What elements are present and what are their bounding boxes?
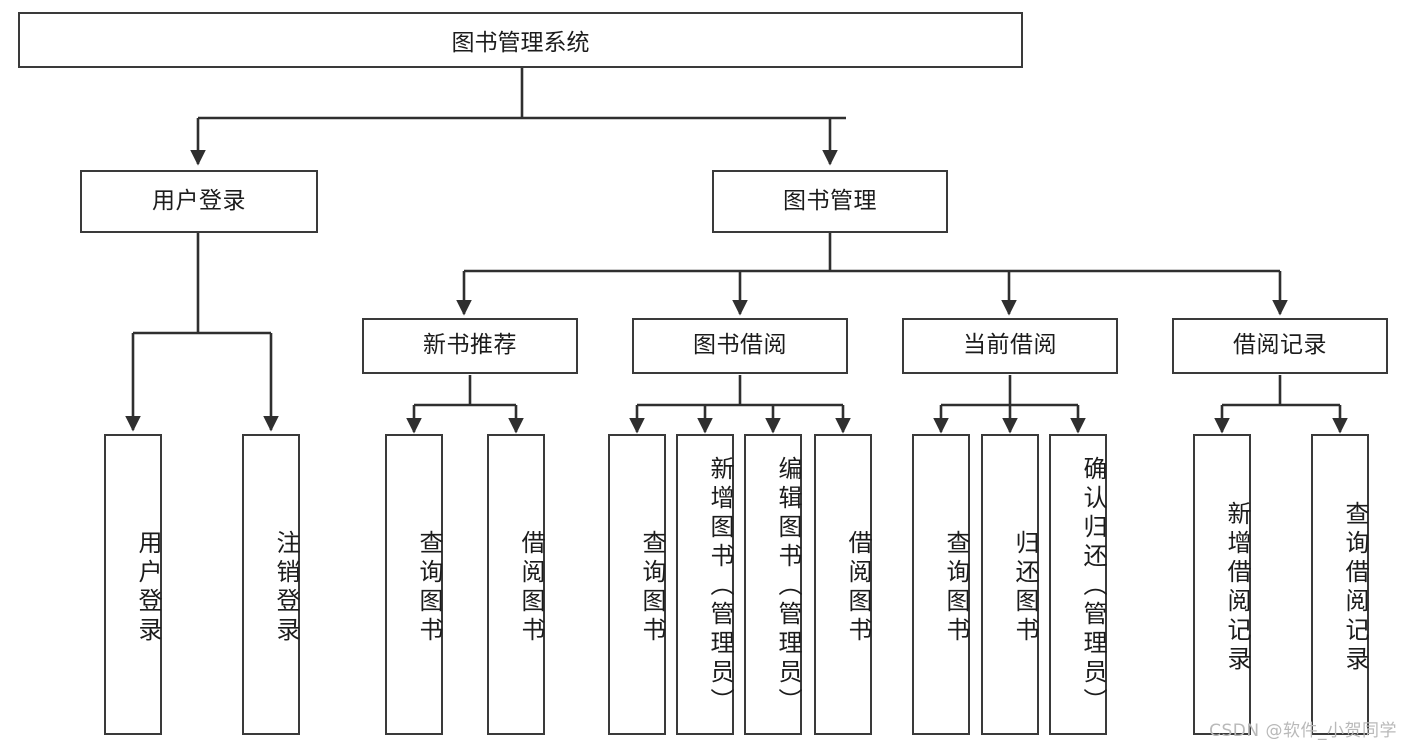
leaf-add-book[interactable]: 新增图书（管理员） (676, 434, 734, 735)
leaf-query-book-2-label: 查询图书 (638, 529, 666, 646)
node-new-book-rec-label: 新书推荐 (423, 332, 517, 359)
leaf-query-book-2[interactable]: 查询图书 (608, 434, 666, 735)
node-root[interactable]: 图书管理系统 (18, 12, 1023, 68)
leaf-query-record-label: 查询借阅记录 (1341, 500, 1369, 675)
leaf-query-book-1[interactable]: 查询图书 (385, 434, 443, 735)
node-book-borrow[interactable]: 图书借阅 (632, 318, 848, 374)
leaf-logout-login-label: 注销登录 (272, 529, 300, 646)
leaf-edit-book-label: 编辑图书（管理员） (774, 456, 802, 717)
leaf-add-record[interactable]: 新增借阅记录 (1193, 434, 1251, 735)
leaf-query-book-3-label: 查询图书 (942, 529, 970, 646)
node-book-manage[interactable]: 图书管理 (712, 170, 948, 233)
watermark: CSDN @软件_小贺同学 (1209, 721, 1397, 741)
leaf-query-book-3[interactable]: 查询图书 (912, 434, 970, 735)
leaf-borrow-book-1-label: 借阅图书 (517, 529, 545, 646)
node-root-label: 图书管理系统 (451, 30, 590, 56)
leaf-logout-login[interactable]: 注销登录 (242, 434, 300, 735)
leaf-add-book-label: 新增图书（管理员） (706, 456, 734, 717)
leaf-return-book[interactable]: 归还图书 (981, 434, 1039, 735)
leaf-confirm-return[interactable]: 确认归还（管理员） (1049, 434, 1107, 735)
leaf-add-record-label: 新增借阅记录 (1223, 500, 1251, 675)
node-user-login[interactable]: 用户登录 (80, 170, 318, 233)
leaf-confirm-return-label: 确认归还（管理员） (1079, 456, 1107, 717)
node-book-manage-label: 图书管理 (783, 187, 877, 214)
leaf-borrow-book-2[interactable]: 借阅图书 (814, 434, 872, 735)
leaf-borrow-book-2-label: 借阅图书 (844, 529, 872, 646)
leaf-return-book-label: 归还图书 (1011, 529, 1039, 646)
node-current-borrow-label: 当前借阅 (963, 332, 1057, 359)
leaf-query-book-1-label: 查询图书 (415, 529, 443, 646)
node-current-borrow[interactable]: 当前借阅 (902, 318, 1118, 374)
node-borrow-record[interactable]: 借阅记录 (1172, 318, 1388, 374)
leaf-edit-book[interactable]: 编辑图书（管理员） (744, 434, 802, 735)
leaf-user-login-label: 用户登录 (134, 529, 162, 646)
leaf-borrow-book-1[interactable]: 借阅图书 (487, 434, 545, 735)
leaf-query-record[interactable]: 查询借阅记录 (1311, 434, 1369, 735)
node-user-login-label: 用户登录 (152, 187, 246, 214)
leaf-user-login[interactable]: 用户登录 (104, 434, 162, 735)
node-new-book-rec[interactable]: 新书推荐 (362, 318, 578, 374)
node-book-borrow-label: 图书借阅 (693, 332, 787, 359)
node-borrow-record-label: 借阅记录 (1233, 332, 1327, 359)
